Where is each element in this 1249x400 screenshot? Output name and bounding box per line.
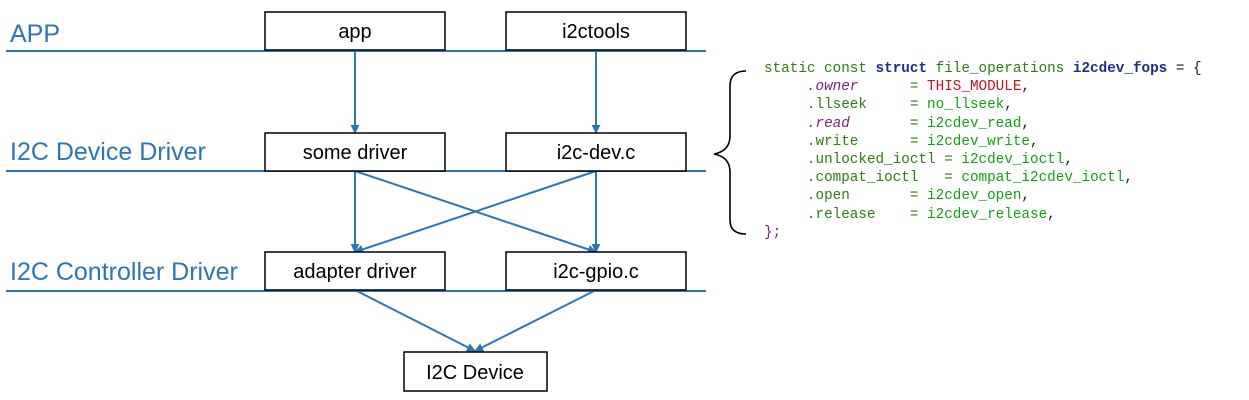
code-struct-keyword: struct bbox=[875, 61, 928, 77]
box-app-label: app bbox=[338, 21, 371, 43]
code-line-field: .write = i2cdev_write, bbox=[764, 134, 1039, 150]
code-field-value: i2cdev_ioctl bbox=[961, 152, 1065, 169]
box-i2c-dev-label: i2c-dev.c bbox=[557, 142, 636, 164]
code-field-name: .write bbox=[806, 133, 859, 150]
code-line-footer: }; bbox=[764, 224, 782, 241]
code-comma: , bbox=[1064, 152, 1073, 169]
edge-i2c-dev-to-adapter-driver bbox=[354, 170, 597, 254]
code-field-value: compat_i2cdev_ioctl bbox=[961, 170, 1125, 187]
code-line-field: .llseek = no_llseek, bbox=[764, 97, 1013, 113]
code-line-field: .compat_ioctl = compat_i2cdev_ioctl, bbox=[764, 170, 1133, 186]
box-adapter-driver-label: adapter driver bbox=[293, 261, 417, 283]
box-app[interactable]: app bbox=[264, 11, 446, 51]
code-assign: = bbox=[909, 206, 928, 223]
edge-adapter-driver-to-i2c-device bbox=[354, 289, 476, 352]
code-line-field: .open = i2cdev_open, bbox=[764, 188, 1030, 204]
code-comma: , bbox=[1030, 133, 1039, 150]
code-line-field: .unlocked_ioctl = i2cdev_ioctl, bbox=[764, 152, 1073, 168]
code-line-field: .read = i2cdev_read, bbox=[764, 116, 1030, 132]
code-field-value: i2cdev_open bbox=[927, 188, 1022, 205]
box-i2c-dev[interactable]: i2c-dev.c bbox=[505, 132, 687, 172]
code-field-value: i2cdev_write bbox=[927, 133, 1031, 150]
code-comma: , bbox=[1021, 188, 1031, 205]
code-comma: , bbox=[1021, 115, 1031, 132]
code-field-name: .owner bbox=[806, 79, 859, 96]
box-i2ctools-label: i2ctools bbox=[562, 21, 630, 43]
code-assign: = bbox=[944, 152, 962, 169]
code-line-header: static const struct file_operations i2cd… bbox=[764, 61, 1202, 77]
code-assign: = bbox=[909, 188, 928, 205]
code-comma: , bbox=[1047, 206, 1056, 223]
code-assign: = bbox=[909, 133, 928, 150]
code-type-name: file_operations bbox=[927, 61, 1073, 77]
curly-brace-icon bbox=[713, 70, 747, 235]
layer-label-device-driver: I2C Device Driver bbox=[10, 138, 206, 166]
box-i2c-device[interactable]: I2C Device bbox=[403, 351, 548, 392]
code-keyword: static const bbox=[764, 61, 876, 77]
code-assign: = bbox=[909, 115, 928, 132]
code-assign: = bbox=[944, 170, 962, 187]
code-field-value: no_llseek bbox=[927, 97, 1005, 114]
code-comma: , bbox=[1021, 79, 1031, 96]
code-line-field: .release = i2cdev_release, bbox=[764, 207, 1056, 223]
box-i2c-gpio-label: i2c-gpio.c bbox=[553, 261, 639, 283]
code-assign: = bbox=[909, 97, 928, 114]
code-field-value: i2cdev_read bbox=[927, 115, 1022, 132]
box-i2c-device-label: I2C Device bbox=[426, 362, 524, 384]
code-field-value: i2cdev_release bbox=[927, 206, 1048, 223]
box-adapter-driver[interactable]: adapter driver bbox=[264, 251, 446, 291]
code-comma: , bbox=[1124, 170, 1133, 187]
code-field-name: .release bbox=[806, 206, 876, 223]
code-block-i2cdev-fops: static const struct file_operations i2cd… bbox=[764, 60, 1202, 242]
code-line-field: .owner = THIS_MODULE, bbox=[764, 79, 1030, 95]
code-field-value: THIS_MODULE bbox=[927, 79, 1022, 96]
code-field-name: .open bbox=[806, 188, 850, 205]
box-some-driver-label: some driver bbox=[303, 142, 408, 164]
code-comma: , bbox=[1004, 97, 1013, 114]
box-some-driver[interactable]: some driver bbox=[264, 132, 446, 172]
code-assign: = bbox=[909, 79, 928, 96]
box-i2ctools[interactable]: i2ctools bbox=[505, 11, 687, 51]
code-punctuation: = { bbox=[1167, 61, 1202, 77]
layer-label-controller-driver: I2C Controller Driver bbox=[10, 258, 238, 286]
code-field-name: .read bbox=[806, 115, 850, 132]
edge-i2c-gpio-to-i2c-device bbox=[474, 289, 597, 352]
edges bbox=[350, 50, 601, 352]
layer-label-app: APP bbox=[10, 20, 60, 48]
code-field-name: .llseek bbox=[806, 97, 867, 114]
code-field-name: .compat_ioctl bbox=[806, 170, 919, 187]
code-field-name: .unlocked_ioctl bbox=[806, 152, 936, 169]
box-i2c-gpio[interactable]: i2c-gpio.c bbox=[505, 251, 687, 291]
code-variable-name: i2cdev_fops bbox=[1072, 61, 1168, 77]
